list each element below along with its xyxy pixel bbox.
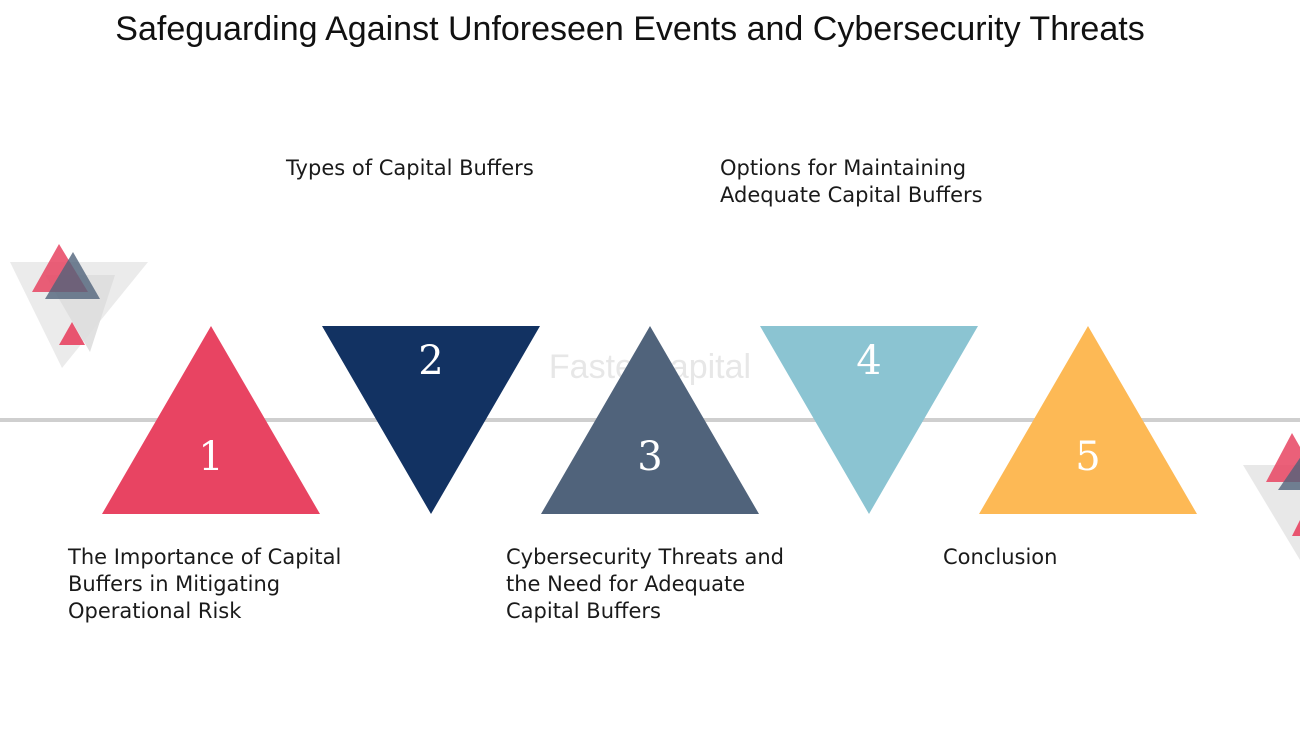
- step-1-number: 1: [198, 434, 223, 480]
- decorative-triangles-left: [10, 244, 148, 368]
- step-4-label: Options for Maintaining Adequate Capital…: [720, 156, 983, 207]
- step-2-number: 2: [418, 338, 443, 384]
- step-3-number: 3: [637, 434, 662, 480]
- step-5-number: 5: [1075, 434, 1100, 480]
- step-3-label: Cybersecurity Threats and the Need for A…: [506, 545, 784, 623]
- step-3-triangle: [541, 326, 759, 514]
- step-4-number: 4: [856, 338, 881, 384]
- step-5-label: Conclusion: [943, 545, 1058, 569]
- step-5-triangle: [979, 326, 1197, 514]
- step-4-triangle: [760, 326, 978, 514]
- decorative-triangles-right: [1243, 433, 1300, 560]
- step-1-label: The Importance of Capital Buffers in Mit…: [68, 545, 342, 623]
- step-2-triangle: [322, 326, 540, 514]
- step-2-label: Types of Capital Buffers: [286, 156, 534, 180]
- step-1-triangle: [102, 326, 320, 514]
- page-title: Safeguarding Against Unforeseen Events a…: [115, 10, 1145, 48]
